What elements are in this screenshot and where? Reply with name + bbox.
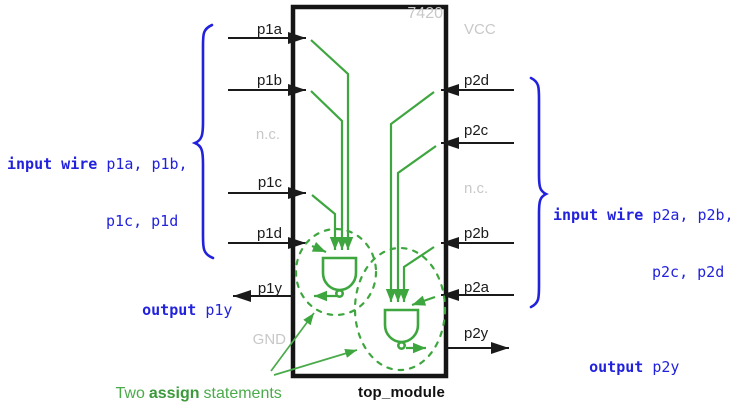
code-left-output-arg: p1y (205, 301, 233, 319)
chip-part-number: 7420 (407, 5, 443, 22)
assign-note-prefix: Two (115, 385, 145, 402)
nand-gate-2 (383, 308, 420, 350)
code-right-output-arg: p2y (652, 358, 680, 376)
wire-p2a (411, 295, 436, 307)
nand-gate-2-body (383, 308, 420, 344)
brace-right-inputs (529, 76, 549, 309)
pin-label-p2d: p2d (464, 72, 490, 89)
nc-label-left: n.c. (255, 126, 280, 143)
wire-p1b (310, 90, 348, 250)
nand-gate-1-bubble (334, 288, 344, 298)
keyword-input-wire: input wire (553, 206, 644, 224)
pin-label-p1a: p1a (256, 21, 282, 38)
pin-label-p2a: p2a (464, 279, 490, 296)
keyword-output: output (589, 358, 644, 376)
pin-label-p1d: p1d (256, 225, 282, 242)
wire-p1c (311, 194, 341, 250)
code-left-inputs: input wire p1a, p1b, p1c, p1d (7, 117, 188, 269)
nc-label-right: n.c. (464, 180, 489, 197)
code-left-inputs-args2: p1c, p1d (106, 212, 179, 230)
keyword-output: output (142, 301, 197, 319)
wire-p1a (310, 39, 354, 250)
pin-label-p1b: p1b (256, 72, 282, 89)
pin-label-p2b: p2b (464, 225, 490, 242)
wire-p1d (311, 241, 327, 254)
nand-gate-1-body (321, 256, 358, 292)
pin-label-p2c: p2c (464, 122, 489, 139)
code-right-inputs-line2: p2c, p2d (553, 263, 734, 282)
code-left-output: output p1y (106, 282, 232, 339)
gnd-label: GND (252, 331, 286, 348)
dashed-circle-gate2 (353, 246, 447, 372)
nand-gate-1 (321, 256, 358, 298)
keyword-input-wire: input wire (7, 155, 98, 173)
wire-p2d (385, 91, 435, 302)
pin-label-p1c: p1c (257, 174, 282, 191)
chip-outline (290, 4, 449, 379)
code-right-inputs-args2: p2c, p2d (652, 263, 725, 281)
code-left-inputs-line1: input wire p1a, p1b, (7, 155, 188, 174)
code-right-output: output p2y (553, 339, 679, 396)
vcc-label: VCC (464, 21, 496, 38)
pin-label-p1y: p1y (257, 280, 282, 297)
wire-p2c (392, 145, 437, 302)
wire-p2b (398, 246, 435, 302)
note-arrow-gate2 (273, 349, 358, 376)
code-left-inputs-args1: p1a, p1b, (106, 155, 188, 173)
code-right-inputs: input wire p2a, p2b, p2c, p2d (553, 168, 734, 320)
module-name: top_module (358, 384, 445, 401)
note-arrow-gate1 (270, 312, 315, 372)
code-right-inputs-line1: input wire p2a, p2b, (553, 206, 734, 225)
assign-note-keyword: assign (148, 385, 200, 402)
assign-note-suffix: statements (203, 385, 282, 402)
code-left-inputs-line2: p1c, p1d (7, 212, 188, 231)
brace-left-inputs (191, 23, 215, 260)
pin-label-p2y: p2y (464, 325, 489, 342)
code-right-inputs-args1: p2a, p2b, (652, 206, 734, 224)
nand-gate-2-bubble (396, 340, 406, 350)
